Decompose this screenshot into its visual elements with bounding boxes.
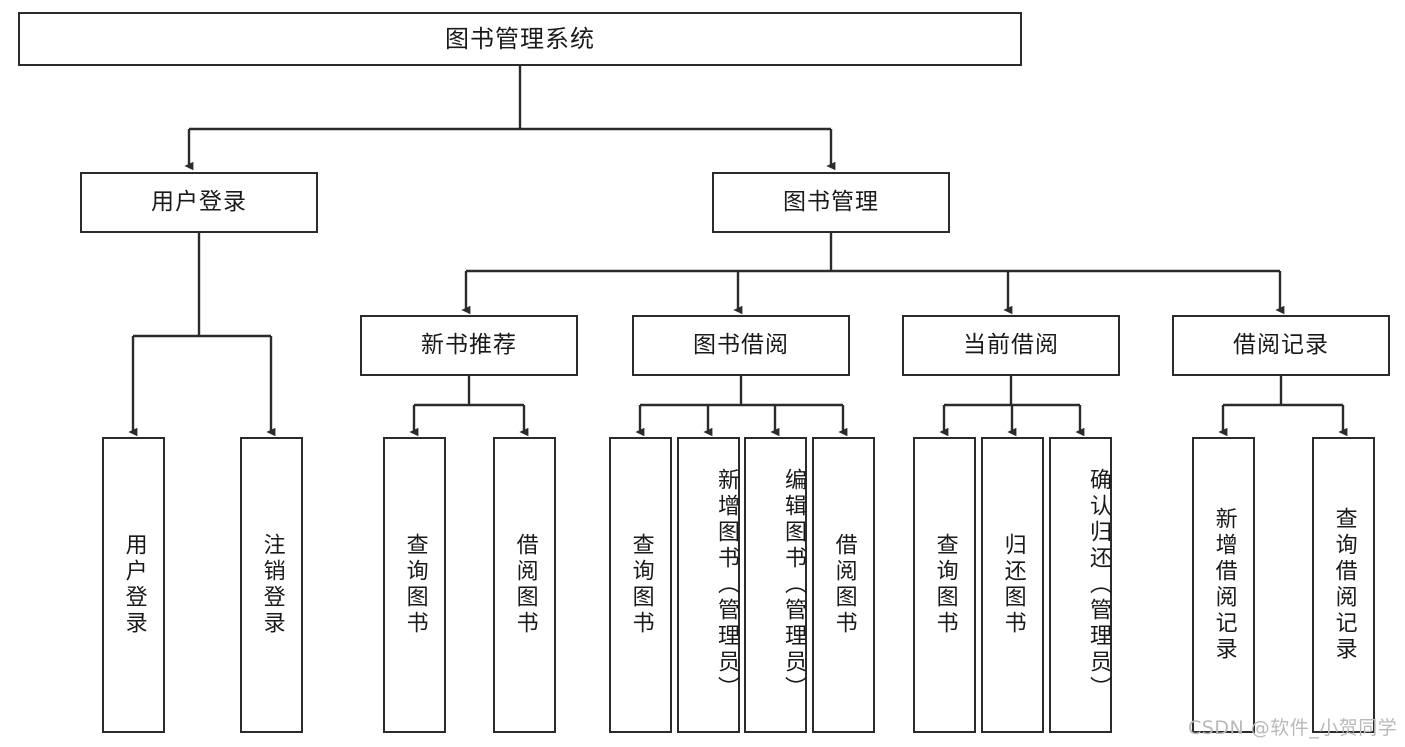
node-label: 新书推荐 bbox=[421, 331, 517, 358]
leaf-current-confirm-return-admin[interactable]: 确认归还（管理员） bbox=[1049, 437, 1112, 733]
leaf-user-login-logout[interactable]: 注销登录 bbox=[240, 437, 303, 733]
node-label: 注销登录 bbox=[259, 533, 285, 637]
leaf-current-return-books[interactable]: 归还图书 bbox=[981, 437, 1044, 733]
node-label: 借阅图书 bbox=[512, 533, 538, 637]
node-label: 借阅记录 bbox=[1233, 331, 1329, 358]
leaf-borrow-edit-book-admin[interactable]: 编辑图书（管理员） bbox=[744, 437, 807, 733]
node-label: 用户登录 bbox=[121, 533, 147, 637]
node-label: 查询图书 bbox=[402, 533, 428, 637]
node-root-book-management-system[interactable]: 图书管理系统 bbox=[18, 12, 1022, 66]
node-label: 查询图书 bbox=[932, 533, 958, 637]
leaf-borrow-query-books[interactable]: 查询图书 bbox=[609, 437, 672, 733]
node-label: 查询借阅记录 bbox=[1331, 507, 1357, 663]
node-book-management[interactable]: 图书管理 bbox=[712, 172, 950, 233]
node-user-login[interactable]: 用户登录 bbox=[80, 172, 318, 233]
node-borrowing-records[interactable]: 借阅记录 bbox=[1172, 315, 1390, 376]
leaf-borrow-add-book-admin[interactable]: 新增图书（管理员） bbox=[677, 437, 740, 733]
node-label: 当前借阅 bbox=[963, 331, 1059, 358]
node-label: 新增图书（管理员） bbox=[714, 468, 739, 702]
leaf-new-book-borrow-books[interactable]: 借阅图书 bbox=[493, 437, 556, 733]
node-label: 借阅图书 bbox=[831, 533, 857, 637]
node-label: 图书管理系统 bbox=[445, 24, 595, 53]
leaf-user-login-login[interactable]: 用户登录 bbox=[102, 437, 165, 733]
node-label: 用户登录 bbox=[151, 188, 247, 215]
leaf-current-query-books[interactable]: 查询图书 bbox=[913, 437, 976, 733]
node-book-borrowing[interactable]: 图书借阅 bbox=[632, 315, 850, 376]
node-label: 查询图书 bbox=[628, 533, 654, 637]
node-label: 归还图书 bbox=[1000, 533, 1026, 637]
node-label: 新增借阅记录 bbox=[1211, 507, 1237, 663]
leaf-borrow-borrow-books[interactable]: 借阅图书 bbox=[812, 437, 875, 733]
leaf-records-add-record[interactable]: 新增借阅记录 bbox=[1192, 437, 1255, 733]
node-label: 图书管理 bbox=[783, 188, 879, 215]
node-label: 图书借阅 bbox=[693, 331, 789, 358]
csdn-watermark: CSDN @软件_小贺同学 bbox=[1188, 717, 1398, 739]
leaf-records-query-record[interactable]: 查询借阅记录 bbox=[1312, 437, 1375, 733]
node-new-book-recommendation[interactable]: 新书推荐 bbox=[360, 315, 578, 376]
node-current-borrowing[interactable]: 当前借阅 bbox=[902, 315, 1120, 376]
node-label: 编辑图书（管理员） bbox=[781, 468, 806, 702]
node-label: 确认归还（管理员） bbox=[1086, 468, 1111, 702]
leaf-new-book-query-books[interactable]: 查询图书 bbox=[383, 437, 446, 733]
